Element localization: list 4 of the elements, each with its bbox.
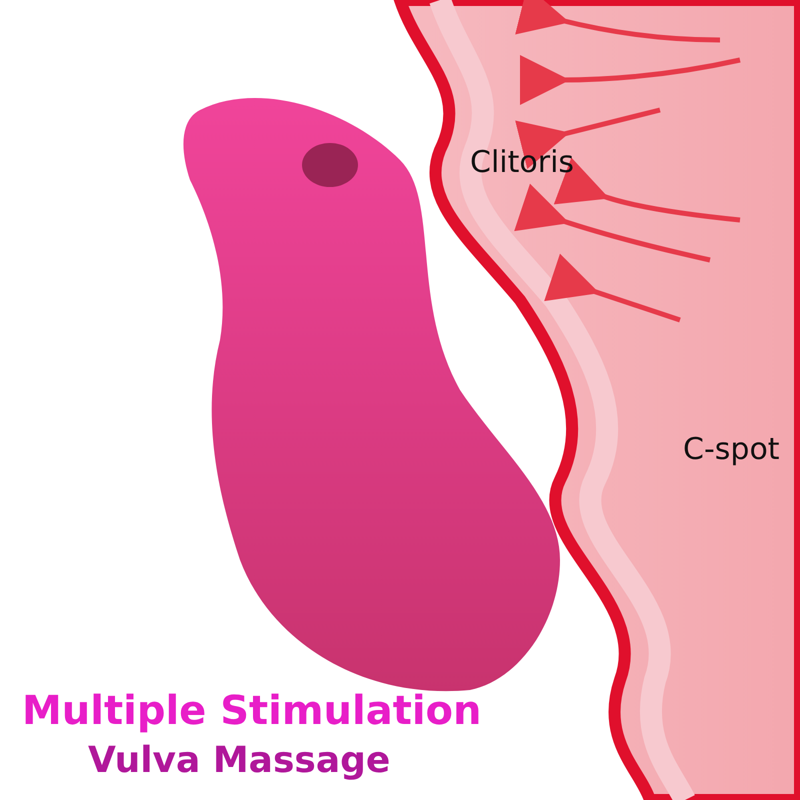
title: Multiple Stimulation bbox=[22, 688, 482, 734]
part-label: Clitoris bbox=[470, 145, 574, 180]
subtitle: Vulva Massage bbox=[88, 740, 390, 781]
part-label: C-spot bbox=[683, 432, 780, 467]
